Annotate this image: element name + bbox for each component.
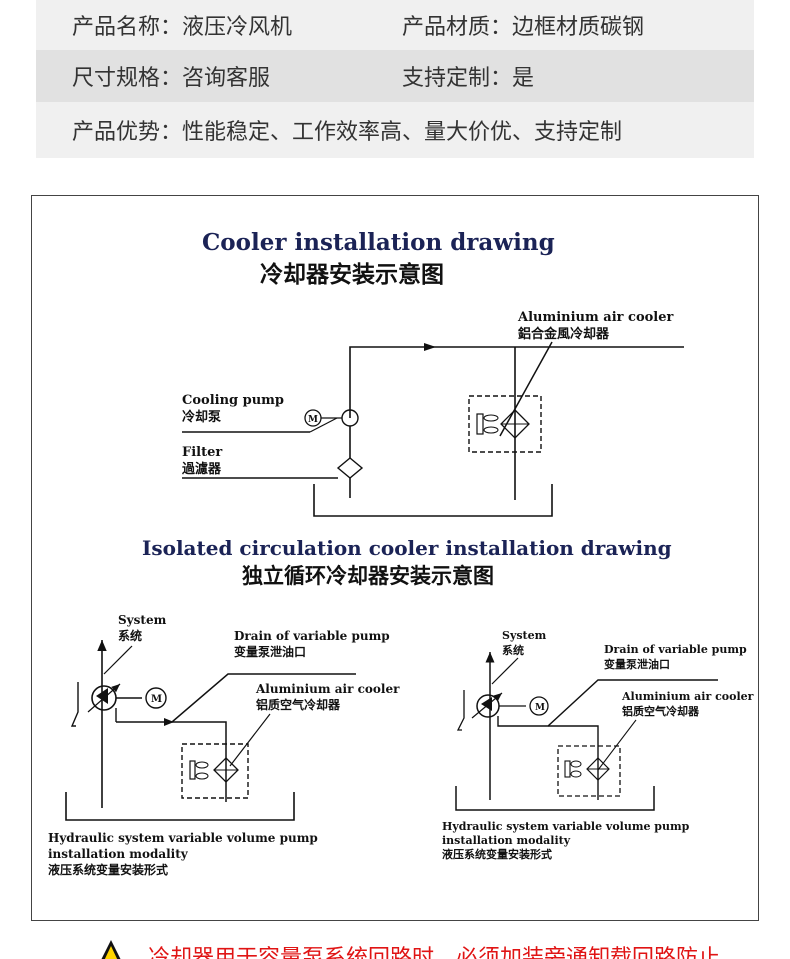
motor-icon-left: [145, 687, 167, 709]
svg-text:System: System: [118, 613, 167, 627]
aluminium-leader: [499, 341, 553, 437]
svg-text:系统: 系统: [118, 628, 142, 643]
cooler-box-top: [468, 395, 542, 453]
svg-text:Hydraulic system variable volu: Hydraulic system variable volume pump: [442, 820, 690, 833]
filter-label-cn: 過濾器: [181, 461, 222, 477]
pump-label-en: Cooling pump: [182, 393, 284, 408]
spec-name: 产品名称：液压冷风机: [72, 15, 293, 40]
warning-text: 冷却器用于容量泵系统回路时，必须加装旁通卸载回路防止: [148, 946, 721, 959]
svg-text:变量泵泄油口: 变量泵泄油口: [234, 644, 306, 659]
installation-diagram: Cooler installation drawing 冷却器安装示意图 Alu…: [48, 229, 754, 877]
svg-text:M: M: [151, 694, 162, 705]
aluminium-label-en: Aluminium air cooler: [517, 310, 673, 325]
title1-cn: 冷却器安装示意图: [260, 261, 444, 288]
spec-row-name-material: 产品名称：液压冷风机 产品材质：边框材质碳钢: [36, 0, 754, 50]
spec-row-advantage: 产品优势：性能稳定、工作效率高、量大价优、支持定制: [36, 102, 754, 158]
svg-text:installation modality: installation modality: [48, 847, 189, 861]
left-subdiagram: System 系统 M Drain of variable pump 变量泵泄油…: [48, 613, 400, 877]
title1-en: Cooler installation drawing: [202, 229, 555, 256]
svg-text:系统: 系统: [502, 643, 524, 657]
svg-text:M: M: [535, 703, 545, 713]
svg-text:变量泵泄油口: 变量泵泄油口: [604, 657, 670, 671]
svg-text:Drain of variable pump: Drain of variable pump: [234, 629, 390, 643]
svg-text:液压系统变量安装形式: 液压系统变量安装形式: [442, 847, 552, 861]
pump-label-cn: 冷却泵: [182, 409, 221, 425]
right-subdiagram: System 系统 M Drain of variable pump 变量泵泄油…: [442, 629, 754, 861]
svg-text:installation modality: installation modality: [442, 834, 571, 847]
aluminium-label-cn: 鋁合金風冷却器: [517, 326, 610, 342]
oil-tank-top: [313, 484, 553, 517]
svg-text:Hydraulic system variable volu: Hydraulic system variable volume pump: [48, 831, 318, 845]
warning-note: 冷却器用于容量泵系统回路时，必须加装旁通卸载回路防止: [96, 936, 736, 959]
svg-text:液压系统变量安装形式: 液压系统变量安装形式: [48, 862, 168, 877]
svg-text:System: System: [502, 629, 547, 642]
spec-row-size-custom: 尺寸规格：咨询客服 支持定制：是: [36, 50, 754, 102]
spec-material: 产品材质：边框材质碳钢: [402, 15, 645, 40]
warning-icon: [101, 940, 121, 959]
spec-custom: 支持定制：是: [402, 66, 535, 91]
title2-en: Isolated circulation cooler installation…: [142, 536, 672, 560]
spec-size: 尺寸规格：咨询客服: [72, 66, 271, 91]
filter-label-en: Filter: [182, 445, 222, 460]
top-pipe: [349, 346, 684, 418]
spec-advantage: 产品优势：性能稳定、工作效率高、量大价优、支持定制: [72, 120, 623, 145]
filter-icon: [336, 457, 364, 479]
svg-text:Aluminium air cooler: Aluminium air cooler: [255, 682, 400, 696]
svg-text:Drain of variable pump: Drain of variable pump: [604, 643, 747, 656]
svg-text:铝质空气冷却器: 铝质空气冷却器: [256, 697, 341, 712]
svg-text:M: M: [308, 415, 318, 425]
title2-cn: 独立循环冷却器安装示意图: [242, 563, 494, 588]
svg-text:铝质空气冷却器: 铝质空气冷却器: [622, 704, 700, 718]
svg-text:Aluminium air cooler: Aluminium air cooler: [621, 690, 754, 703]
installation-diagram-frame: Cooler installation drawing 冷却器安装示意图 Alu…: [31, 195, 759, 921]
